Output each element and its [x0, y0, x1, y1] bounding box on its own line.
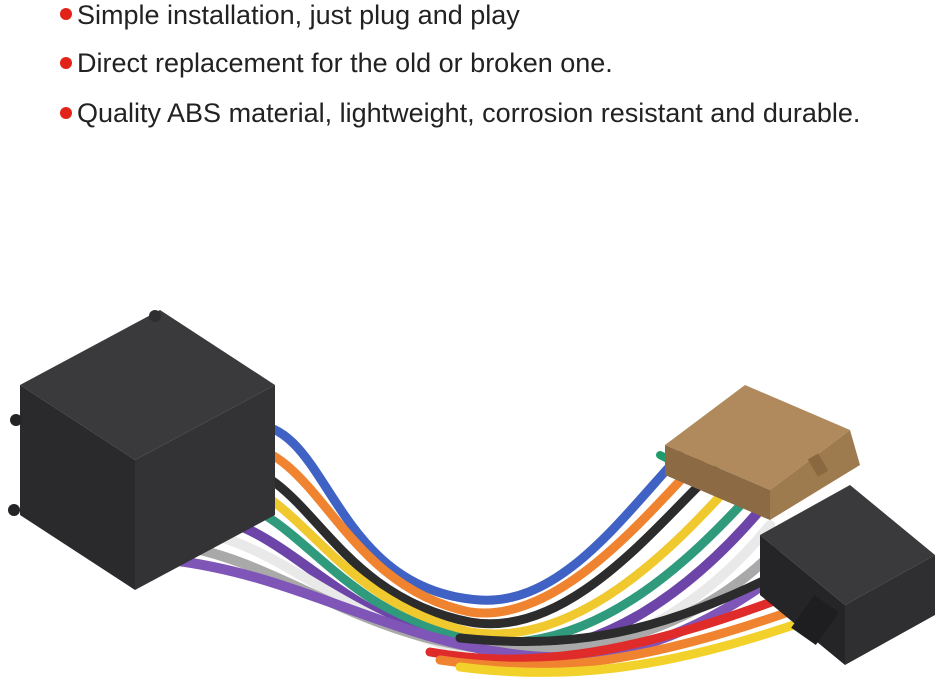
red-dot-icon — [60, 8, 72, 20]
feature-text: Quality ABS material, lightweight, corro… — [77, 97, 861, 128]
black-connector-right — [760, 485, 935, 665]
feature-item: Simple installation, just plug and play — [60, 0, 930, 38]
feature-list: Simple installation, just plug and play … — [60, 0, 930, 138]
black-connector-left — [8, 310, 275, 590]
feature-item: Quality ABS material, lightweight, corro… — [60, 88, 930, 138]
tan-connector — [665, 385, 860, 520]
red-dot-icon — [60, 57, 72, 69]
feature-text: Simple installation, just plug and play — [77, 0, 520, 30]
feature-text: Direct replacement for the old or broken… — [77, 47, 613, 78]
wiring-harness-photo — [8, 310, 935, 677]
feature-item: Direct replacement for the old or broken… — [60, 38, 930, 88]
red-dot-icon — [60, 107, 72, 119]
